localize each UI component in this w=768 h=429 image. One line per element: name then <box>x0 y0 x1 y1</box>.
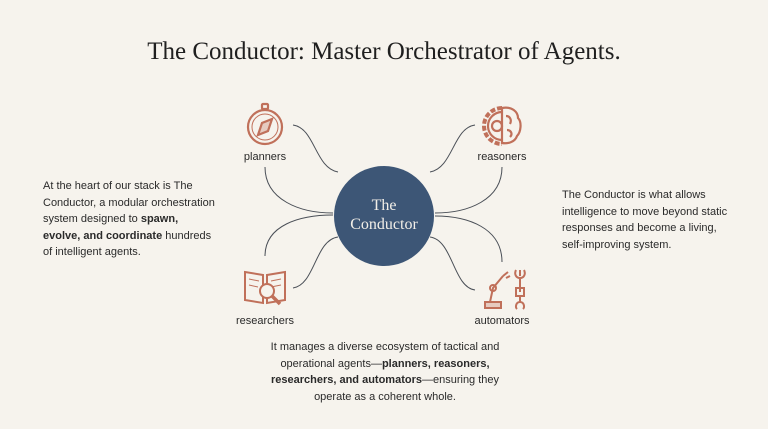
left-text-part1: At the heart of our stack is The Conduct… <box>43 180 215 225</box>
connector-line <box>292 236 339 289</box>
connector-line <box>264 214 334 257</box>
hub-circle <box>334 166 434 266</box>
hub-label: The Conductor <box>334 196 434 234</box>
node-label-planners: planners <box>243 151 287 163</box>
compass-icon <box>246 102 284 146</box>
bottom-description: It manages a diverse ecosystem of tactic… <box>268 339 502 405</box>
connector-line <box>434 215 503 263</box>
connector-line <box>292 124 339 173</box>
hub-label-line2: Conductor <box>350 216 418 233</box>
book-magnifier-icon <box>244 270 286 306</box>
node-label-reasoners: reasoners <box>477 151 527 163</box>
hub-label-line1: The <box>371 197 397 214</box>
connector-line <box>429 236 476 291</box>
left-description: At the heart of our stack is The Conduct… <box>43 178 218 261</box>
right-description: The Conductor is what allows intelligenc… <box>562 189 728 251</box>
left-text-bold: spawn, evolve, and coordinate <box>43 213 179 242</box>
bottom-text-bold: planners, reasoners, researchers, and au… <box>270 357 490 387</box>
bottom-text-part1: It manages a diverse ecosystem of tactic… <box>270 341 500 370</box>
page-title: The Conductor: Master Orchestrator of Ag… <box>147 38 621 65</box>
robot-arm-wrench-icon <box>484 269 526 310</box>
connector-line <box>429 124 476 173</box>
bottom-text-part2: —ensuring they operate as a coherent who… <box>314 374 500 403</box>
connector-line <box>264 166 334 214</box>
node-label-automators: automators <box>474 315 530 327</box>
brain-gear-icon <box>482 106 522 146</box>
left-text-part2: hundreds of intelligent agents. <box>43 229 212 259</box>
connector-line <box>434 166 503 214</box>
node-label-researchers: researchers <box>235 315 295 327</box>
